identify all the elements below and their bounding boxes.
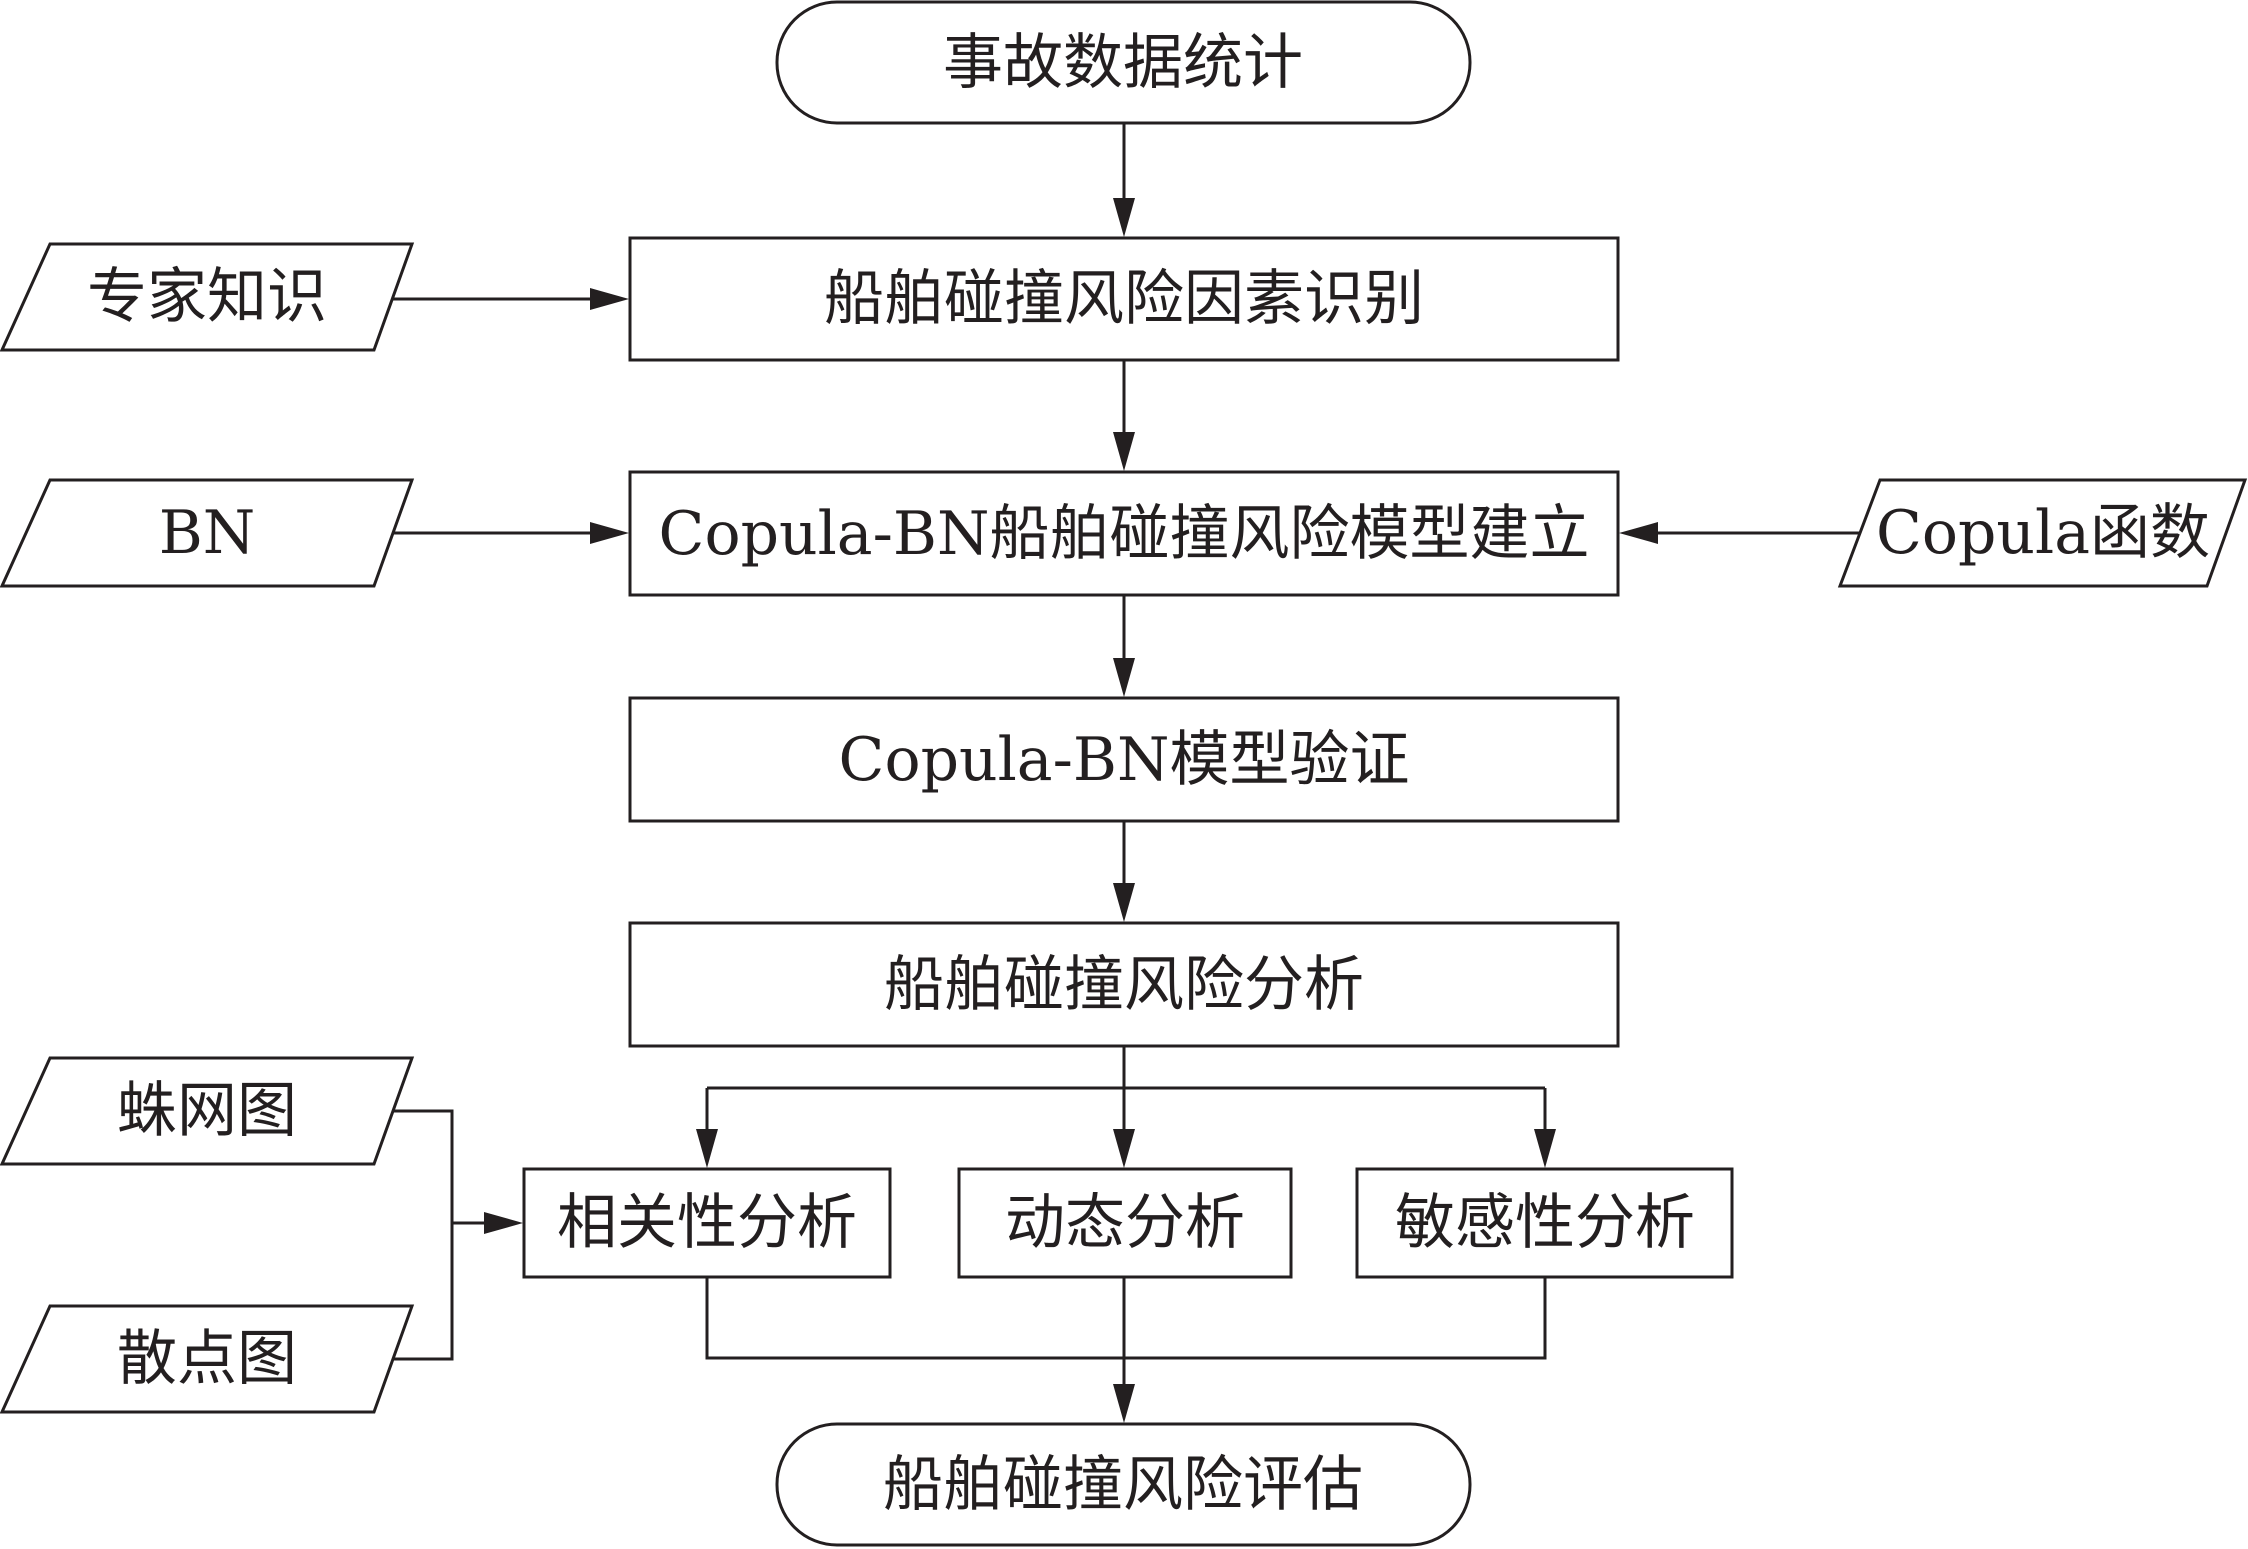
copula-function-input: Copula函数 [1837,478,2248,588]
arrowhead [696,1129,718,1168]
scatter-plot-input: 散点图 [0,1304,415,1414]
arrowhead [1113,1384,1135,1423]
spider-connector [393,1109,454,1361]
expert-knowledge-input: 专家知识 [0,242,415,352]
start-terminal: 事故数据统计 [775,0,1472,125]
arrowhead [590,288,629,310]
spider-chart-label: 蛛网图 [117,1076,297,1146]
arrowhead [1113,883,1135,922]
sensitivity-analysis-box: 敏感性分析 [1355,1167,1734,1279]
arrowhead [1113,198,1135,237]
arrowhead [590,522,629,544]
arrowhead [1113,432,1135,471]
bn-input: BN [0,478,415,588]
copula-function-label: Copula函数 [1876,498,2210,568]
model-verification-box: Copula-BN模型验证 [628,696,1620,823]
arrowhead [1113,1129,1135,1168]
end-terminal: 船舶碰撞风险评估 [775,1422,1472,1547]
model-building-label: Copula-BN船舶碰撞风险模型建立 [659,499,1590,569]
start-terminal-label: 事故数据统计 [943,28,1303,98]
merge-line [705,1277,1547,1360]
expert-knowledge-label: 专家知识 [87,262,327,332]
arrowhead [1113,658,1135,697]
scatter-plot-label: 散点图 [117,1324,297,1394]
risk-analysis-box: 船舶碰撞风险分析 [628,921,1620,1048]
sensitivity-analysis-label: 敏感性分析 [1395,1188,1695,1258]
arrowhead [1534,1129,1556,1168]
arrowhead [484,1212,523,1234]
dynamic-analysis-label: 动态分析 [1005,1188,1245,1258]
bn-label: BN [159,498,256,568]
model-building-box: Copula-BN船舶碰撞风险模型建立 [628,470,1620,597]
connectors [393,123,1859,1423]
model-verification-label: Copula-BN模型验证 [839,725,1410,795]
dynamic-analysis-box: 动态分析 [957,1167,1293,1279]
end-terminal-label: 船舶碰撞风险评估 [883,1450,1363,1520]
correlation-analysis-label: 相关性分析 [557,1188,857,1258]
risk-factor-identification-label: 船舶碰撞风险因素识别 [824,264,1424,334]
risk-factor-identification-box: 船舶碰撞风险因素识别 [628,236,1620,362]
spider-chart-input: 蛛网图 [0,1056,415,1166]
arrowhead [1619,522,1658,544]
risk-analysis-label: 船舶碰撞风险分析 [884,950,1364,1020]
correlation-analysis-box: 相关性分析 [522,1167,892,1279]
